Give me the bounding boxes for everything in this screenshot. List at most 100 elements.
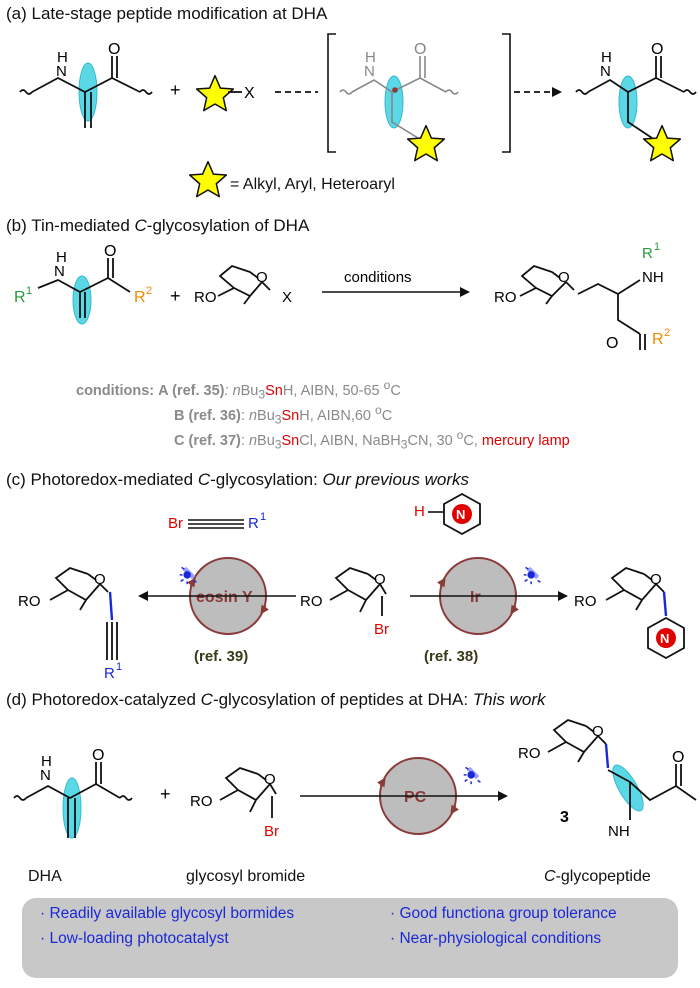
svg-text:H: H: [57, 49, 68, 66]
section-d-title: (d) Photoredox-catalyzed C-glycosylation…: [6, 690, 546, 709]
svg-text:R: R: [248, 515, 259, 532]
svg-text:1: 1: [116, 661, 122, 673]
mercury-lamp-text: mercury lamp: [481, 432, 570, 449]
svg-text:1: 1: [26, 285, 32, 297]
svg-text:RO: RO: [494, 289, 517, 306]
light-icon-right: [524, 567, 541, 584]
svg-text:H: H: [365, 49, 376, 66]
aryl-glycoside: [605, 567, 685, 660]
svg-text:R: R: [134, 289, 146, 306]
svg-text:H: H: [56, 249, 67, 266]
compound-number: 3: [560, 809, 569, 826]
svg-text:PC: PC: [404, 789, 427, 806]
label-glycosyl-bromide: glycosyl bromide: [186, 868, 306, 885]
star-icon-intermediate: [406, 124, 446, 162]
summary-item-2: · Good functiona group tolerance: [390, 905, 617, 922]
svg-text:eosin Y: eosin Y: [196, 589, 253, 606]
nh-a1: N: [56, 63, 67, 80]
svg-text:RO: RO: [518, 745, 541, 762]
condition-b: B (ref. 36): nBu3SnH, AIBN,60 oC: [174, 403, 393, 427]
dha-residue-b: [37, 258, 131, 325]
svg-text:R: R: [104, 665, 115, 682]
light-icon-d: [464, 767, 481, 784]
svg-text:O: O: [558, 269, 570, 286]
svg-text:RO: RO: [574, 593, 597, 610]
svg-text:N: N: [600, 63, 611, 80]
svg-text:N: N: [40, 767, 51, 784]
svg-text:1: 1: [654, 241, 660, 253]
c-glycopeptide: [547, 719, 697, 820]
svg-text:RO: RO: [194, 289, 217, 306]
summary-box: [22, 898, 678, 978]
bromoalkyne-reagent: Br R 1: [168, 511, 266, 532]
svg-text:O: O: [651, 41, 663, 58]
svg-text:R: R: [14, 289, 26, 306]
svg-text:N: N: [456, 507, 465, 522]
svg-text:O: O: [606, 335, 618, 352]
ref-38: (ref. 38): [424, 648, 479, 665]
star-legend-text: = Alkyl, Aryl, Heteroaryl: [230, 176, 395, 193]
section-c-title: (c) Photoredox-mediated C-glycosylation:…: [6, 470, 469, 489]
svg-text:Br: Br: [374, 621, 389, 638]
svg-text:RO: RO: [300, 593, 323, 610]
summary-item-4: · Near-physiological conditions: [390, 930, 602, 947]
radical-intermediate: [339, 56, 459, 139]
star-icon-product: [642, 124, 682, 162]
svg-text:R: R: [642, 245, 653, 262]
label-dha: DHA: [28, 868, 62, 885]
svg-text:N: N: [54, 263, 65, 280]
svg-text:O: O: [256, 269, 268, 286]
svg-text:O: O: [672, 749, 684, 766]
svg-text:O: O: [92, 747, 104, 764]
condition-c: C (ref. 37): nBu3SnCl, AIBN, NaBH3CN, 30…: [174, 428, 570, 452]
svg-text:O: O: [108, 41, 120, 58]
svg-text:O: O: [592, 723, 604, 740]
summary-item-1: · Readily available glycosyl bormides: [40, 905, 295, 922]
svg-text:H: H: [414, 503, 425, 520]
svg-text:2: 2: [664, 327, 670, 339]
section-b-title: (b) Tin-mediated C-glycosylation of DHA: [6, 216, 310, 235]
svg-text:1: 1: [260, 511, 266, 523]
glycosyl-bromide-d: [219, 767, 277, 818]
svg-text:RO: RO: [18, 593, 41, 610]
svg-text:O: O: [650, 571, 662, 588]
glycosyl-bromide-c: [329, 567, 387, 616]
svg-text:O: O: [104, 243, 116, 260]
svg-text:Br: Br: [168, 515, 183, 532]
svg-text:N: N: [364, 63, 375, 80]
svg-text:NH: NH: [642, 269, 664, 286]
product-a: [575, 56, 697, 139]
svg-text:Br: Br: [264, 823, 279, 840]
svg-text:O: O: [264, 771, 276, 788]
svg-text:RO: RO: [190, 793, 213, 810]
section-a-title: (a) Late-stage peptide modification at D…: [6, 4, 328, 23]
svg-text:H: H: [601, 49, 612, 66]
conditions-heading: conditions:: [76, 382, 155, 399]
condition-a: conditions: A (ref. 35): nBu3SnH, AIBN, …: [76, 378, 401, 402]
star-icon-reagent: [195, 74, 235, 112]
arrow-label-conditions: conditions: [344, 269, 412, 286]
dha-residue-d: [13, 762, 133, 839]
ref-39: (ref. 39): [194, 648, 249, 665]
alkynyl-glycoside: [49, 567, 118, 660]
svg-text:+: +: [170, 80, 181, 100]
svg-text:2: 2: [146, 285, 152, 297]
svg-text:R: R: [652, 331, 664, 348]
svg-text:O: O: [94, 571, 106, 588]
heteroarene-reagent: H N: [414, 492, 481, 536]
svg-text:Ir: Ir: [470, 589, 481, 606]
summary-item-3: · Low-loading photocatalyst: [40, 930, 229, 947]
svg-text:+: +: [160, 784, 171, 804]
svg-text:+: +: [170, 286, 181, 306]
svg-text:H: H: [41, 753, 52, 770]
svg-text:NH: NH: [608, 823, 630, 840]
bracket-right: [502, 33, 511, 153]
svg-text:X: X: [244, 85, 255, 102]
svg-text:O: O: [374, 571, 386, 588]
star-icon-legend: [188, 160, 228, 198]
bracket-left: [327, 33, 336, 153]
svg-text:O: O: [414, 41, 426, 58]
svg-text:N: N: [660, 631, 669, 646]
product-b: [519, 264, 646, 350]
